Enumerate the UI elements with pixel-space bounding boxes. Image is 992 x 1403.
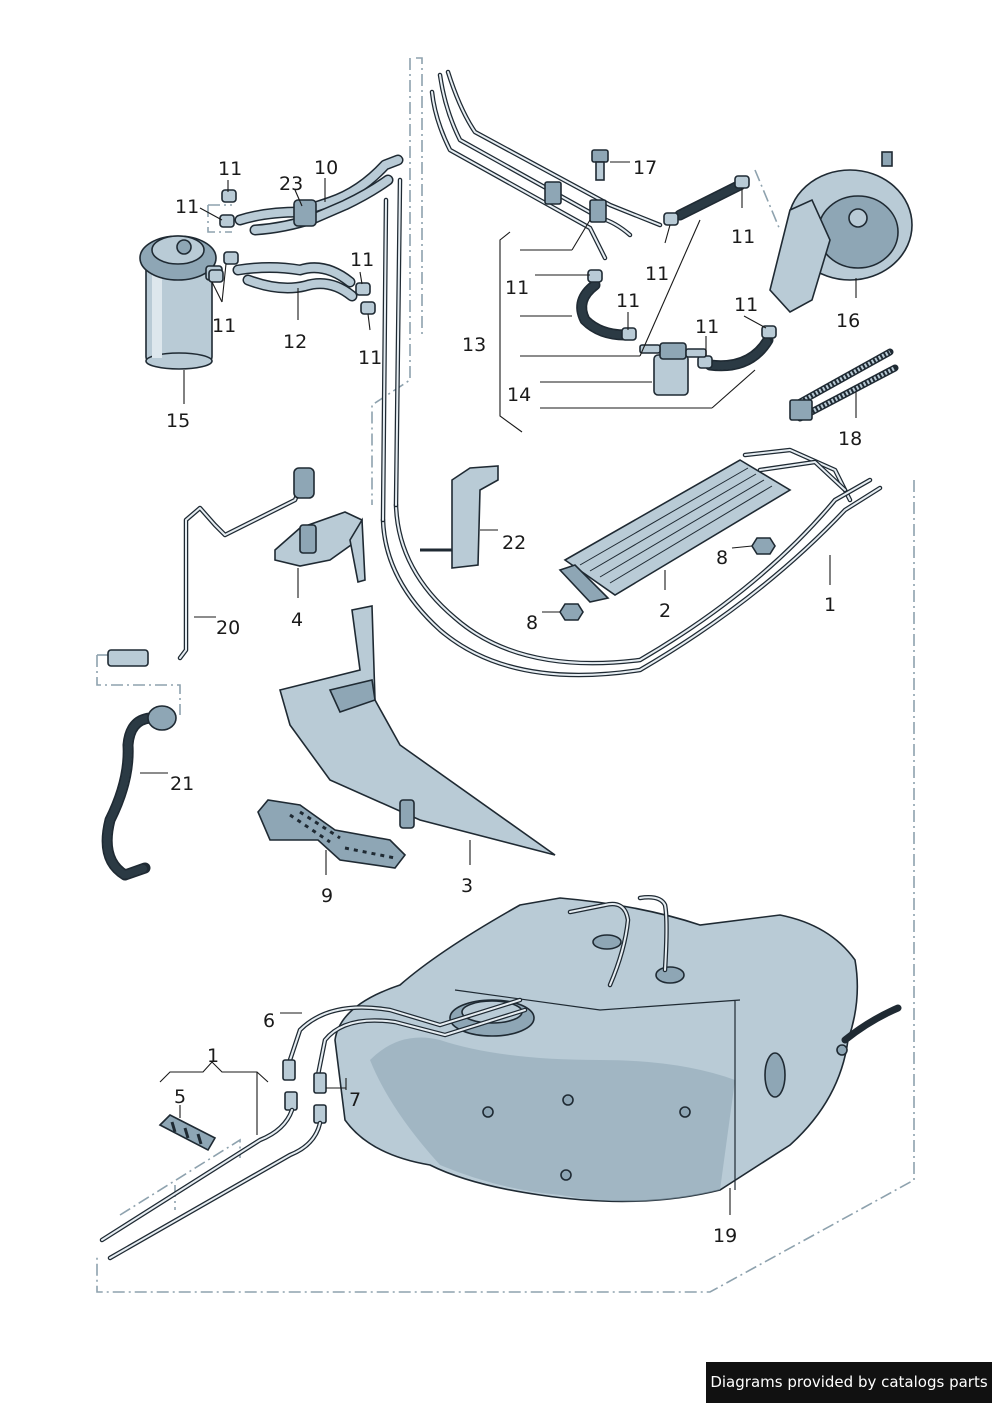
callout-7: 7	[349, 1089, 361, 1111]
bolt-part-17	[591, 149, 609, 181]
callout-17: 17	[633, 157, 657, 179]
fuel-filter-part-15	[139, 235, 223, 370]
callout-23: 23	[279, 173, 303, 195]
callout-11: 11	[505, 277, 529, 299]
callout-11: 11	[175, 196, 199, 218]
callout-11: 11	[734, 294, 758, 316]
filter-part-14	[639, 342, 707, 396]
callout-10: 10	[314, 157, 338, 179]
callout-11: 11	[616, 290, 640, 312]
leader-lines	[140, 161, 857, 1215]
callout-1: 1	[207, 1045, 219, 1067]
clips-part-11-left	[208, 189, 376, 315]
callout-19: 19	[713, 1225, 737, 1247]
fuel-line-part-1	[380, 177, 883, 678]
callout-3: 3	[461, 875, 473, 897]
callout-2: 2	[659, 600, 671, 622]
fuel-line-part-6	[287, 997, 528, 1078]
callout-12: 12	[283, 331, 307, 353]
callout-11: 11	[695, 316, 719, 338]
callout-21: 21	[170, 773, 194, 795]
callout-14: 14	[507, 384, 531, 406]
callout-11: 11	[645, 263, 669, 285]
shield-part-3	[279, 605, 556, 856]
callout-labels: 11 11 23 10 11 11 12 11 15 17 11 11 11 1…	[166, 157, 862, 1247]
credit-banner: Diagrams provided by catalogs parts	[706, 1362, 992, 1403]
callout-11: 11	[350, 249, 374, 271]
callout-6: 6	[263, 1010, 275, 1032]
vent-line-part-20	[107, 467, 315, 667]
bracket-part-4	[274, 511, 366, 584]
callout-16: 16	[836, 310, 860, 332]
clips-part-11-right	[587, 175, 777, 369]
callout-5: 5	[174, 1086, 186, 1108]
callout-18: 18	[838, 428, 862, 450]
fuel-line-part-1-lower	[99, 1107, 323, 1261]
bracket-part-22	[420, 465, 499, 569]
fuel-tank-part-19	[334, 895, 902, 1203]
callout-8: 8	[526, 612, 538, 634]
fuel-line-bundle	[429, 69, 663, 261]
hose-part-12	[232, 262, 358, 302]
connectors-part-7	[282, 1059, 327, 1124]
callout-11: 11	[212, 315, 236, 337]
callout-9: 9	[321, 885, 333, 907]
callout-1: 1	[824, 594, 836, 616]
callout-4: 4	[291, 609, 303, 631]
vacuum-pump-part-16	[769, 151, 913, 314]
fuel-cooler-part-2	[558, 447, 853, 603]
callout-11: 11	[218, 158, 242, 180]
callout-13: 13	[462, 334, 486, 356]
callout-15: 15	[166, 410, 190, 432]
hose-part-21	[101, 705, 177, 881]
hoses-part-13	[576, 179, 774, 372]
hose-part-10	[234, 154, 404, 236]
pad-part-9	[257, 799, 407, 869]
nuts-part-8	[559, 537, 776, 621]
callout-20: 20	[216, 617, 240, 639]
dashed-boundary	[96, 57, 915, 1293]
callout-11: 11	[731, 226, 755, 248]
callout-22: 22	[502, 532, 526, 554]
strap-part-18	[789, 348, 899, 422]
clip-part-5	[158, 1114, 217, 1152]
callout-11: 11	[358, 347, 382, 369]
callout-8: 8	[716, 547, 728, 569]
